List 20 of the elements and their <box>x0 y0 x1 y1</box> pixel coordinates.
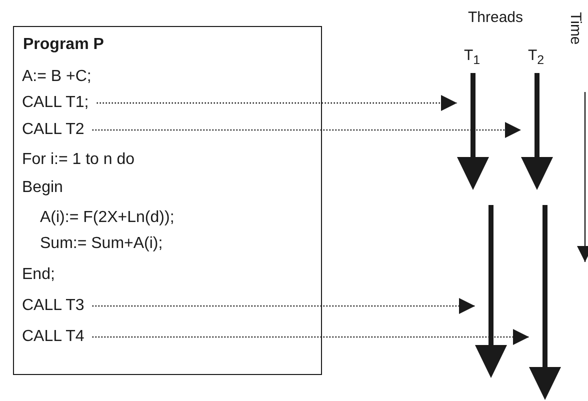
call-arrow <box>92 329 529 345</box>
code-line: CALL T4 <box>22 328 84 346</box>
thread-label: T$_{2}$ <box>528 47 544 69</box>
call-arrow <box>96 95 457 111</box>
code-line: CALL T2 <box>22 121 84 139</box>
code-line: For i:= 1 to n do <box>22 151 135 169</box>
threads-heading: Threads <box>468 9 524 27</box>
thread-label: T$_{1}$ <box>464 47 480 69</box>
time-label: Time <box>566 12 584 45</box>
code-line: End; <box>22 266 55 284</box>
code-line: CALL T3 <box>22 297 84 315</box>
code-line: Sum:= Sum+A(i); <box>40 235 163 253</box>
program-box <box>13 26 322 375</box>
code-line: A:= B +C; <box>22 68 92 86</box>
code-line: CALL T1; <box>22 94 89 112</box>
call-arrow <box>92 298 475 314</box>
code-line: A(i):= F(2X+Ln(d)); <box>40 209 174 227</box>
code-line: Begin <box>22 179 63 197</box>
call-arrow <box>92 122 521 138</box>
program-heading: Program P <box>23 36 104 54</box>
